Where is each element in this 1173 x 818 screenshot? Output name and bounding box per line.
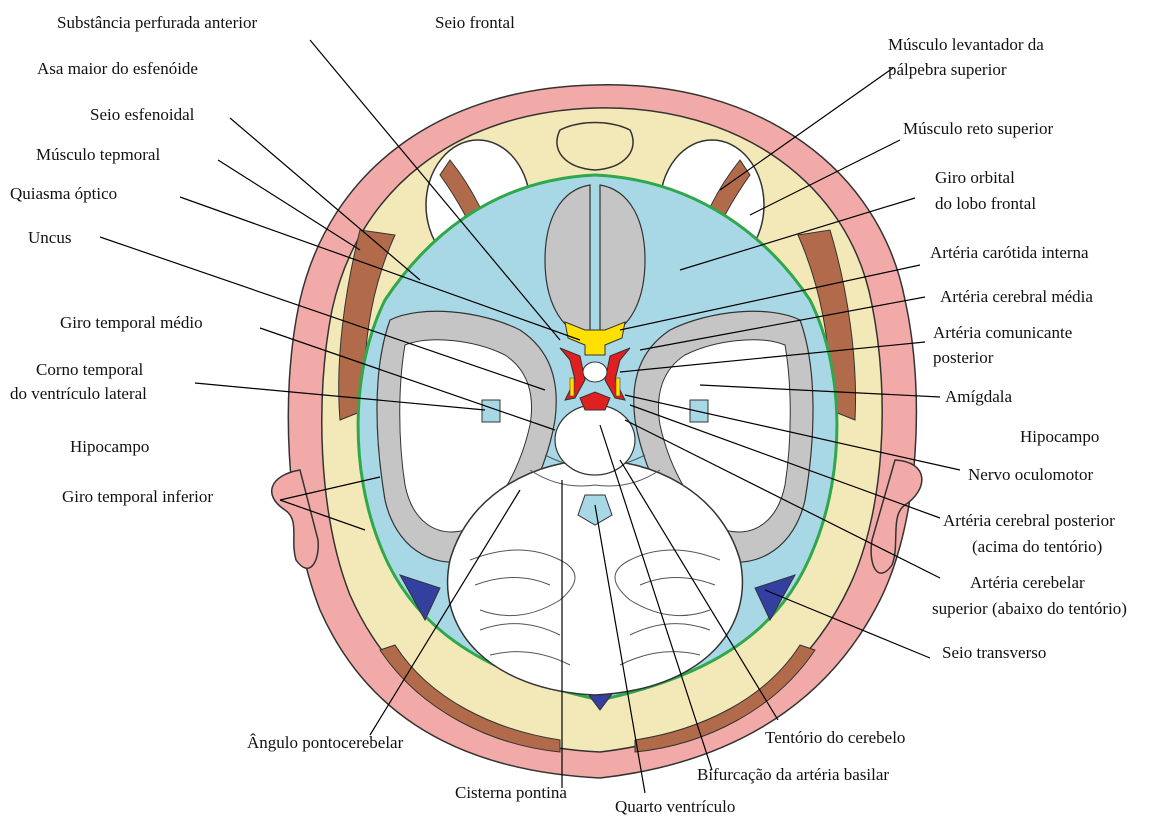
label-corno-temporal-2: do ventrículo lateral xyxy=(10,384,147,404)
label-tentorio: Tentório do cerebelo xyxy=(765,728,905,748)
label-cerebelar-superior-2: superior (abaixo do tentório) xyxy=(932,599,1127,619)
label-quarto-ventriculo: Quarto ventrículo xyxy=(615,797,735,817)
label-cerebral-media: Artéria cerebral média xyxy=(940,287,1093,307)
mammillary xyxy=(583,362,607,382)
label-cerebral-posterior-1: Artéria cerebral posterior xyxy=(943,511,1115,531)
label-musculo-levantador-2: pálpebra superior xyxy=(888,60,1006,80)
frontal-sinus xyxy=(557,123,633,171)
label-giro-temporal-inferior: Giro temporal inferior xyxy=(62,487,213,507)
left-temporal-horn xyxy=(482,400,500,422)
label-corno-temporal-1: Corno temporal xyxy=(36,360,143,380)
label-comunicante-2: posterior xyxy=(933,348,993,368)
label-carotida: Artéria carótida interna xyxy=(930,243,1089,263)
label-musculo-reto: Músculo reto superior xyxy=(903,119,1053,139)
label-angulo: Ângulo pontocerebelar xyxy=(247,733,403,753)
label-seio-esfenoidal: Seio esfenoidal xyxy=(90,105,194,125)
label-seio-transverso: Seio transverso xyxy=(942,643,1046,663)
label-seio-frontal: Seio frontal xyxy=(435,13,515,33)
label-comunicante-1: Artéria comunicante xyxy=(933,323,1072,343)
label-musculo-temporal: Músculo tepmoral xyxy=(36,145,160,165)
label-cerebral-posterior-2: (acima do tentório) xyxy=(972,537,1102,557)
right-oculomotor-nerve xyxy=(616,378,620,396)
label-giro-temporal-medio: Giro temporal médio xyxy=(60,313,203,333)
label-giro-orbital-1: Giro orbital xyxy=(935,168,1015,188)
label-hipocampo-left: Hipocampo xyxy=(70,437,149,457)
label-cerebelar-superior-1: Artéria cerebelar xyxy=(970,573,1085,593)
label-hipocampo-right: Hipocampo xyxy=(1020,427,1099,447)
label-asa-maior: Asa maior do esfenóide xyxy=(37,59,198,79)
label-bifurcacao: Bifurcação da artéria basilar xyxy=(697,765,889,785)
label-substancia-perfurada: Substância perfurada anterior xyxy=(57,13,257,33)
label-uncus: Uncus xyxy=(28,228,71,248)
label-quiasma: Quiasma óptico xyxy=(10,184,117,204)
label-oculomotor: Nervo oculomotor xyxy=(968,465,1093,485)
label-giro-orbital-2: do lobo frontal xyxy=(935,194,1036,214)
left-oculomotor-nerve xyxy=(570,378,574,396)
label-musculo-levantador-1: Músculo levantador da xyxy=(888,35,1044,55)
label-cisterna: Cisterna pontina xyxy=(455,783,567,803)
label-amigdala: Amígdala xyxy=(945,387,1012,407)
